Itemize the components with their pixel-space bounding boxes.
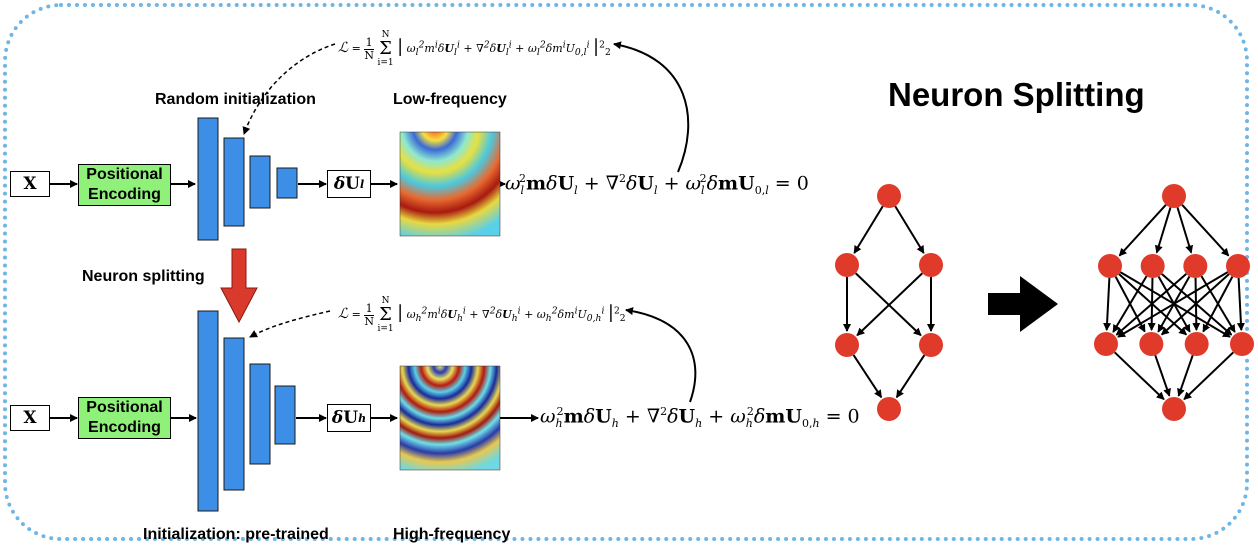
graph-after-edge	[1176, 207, 1194, 254]
graph-after	[1094, 184, 1254, 421]
curved-arrow-bottom	[625, 307, 697, 403]
pe-line1-bottom: Positional	[86, 399, 163, 416]
graph-after-edge	[1183, 351, 1235, 401]
pe-line2-bottom: Encoding	[88, 419, 161, 436]
layer-top-3	[249, 155, 271, 209]
network-bottom	[197, 310, 296, 512]
graph-after-edge	[1160, 273, 1230, 336]
dashed-arrow-bottom	[249, 310, 331, 338]
graph-before-node	[919, 253, 943, 277]
graph-after-edge	[1177, 355, 1194, 397]
graph-after-node	[1230, 332, 1254, 356]
graph-after-node	[1140, 254, 1165, 278]
graph-after-edge	[1112, 275, 1148, 333]
transform-arrow	[988, 276, 1058, 332]
graph-after-edge	[1236, 277, 1245, 332]
dashed-arrow-top	[242, 43, 336, 135]
layer-top-4	[276, 167, 298, 199]
graph-before-node	[877, 397, 901, 421]
layer-bottom-4	[274, 385, 296, 445]
graph-after-edge	[1181, 204, 1230, 257]
low-frequency-field	[399, 131, 501, 237]
random-init-label: Random initialization	[155, 91, 316, 108]
graph-before-edge	[895, 354, 926, 399]
graph-after-edge	[1118, 204, 1167, 257]
graph-after-node	[1162, 397, 1186, 421]
input-x-box-top: X	[10, 171, 50, 197]
graph-after-edge	[1202, 276, 1234, 333]
graph-after-edge	[1113, 351, 1165, 401]
graph-after-edge	[1115, 273, 1187, 336]
curved-arrow-top	[613, 41, 690, 173]
equation-low: ωl2mδUl + ∇2δUl + ωl2δmU0,l = 0	[505, 172, 809, 198]
graph-after-node	[1098, 254, 1122, 278]
high-frequency-field	[399, 365, 501, 471]
graph-after-node	[1094, 332, 1118, 356]
graph-before-edge	[853, 205, 884, 254]
graph-before	[835, 184, 943, 421]
graph-after-node	[1162, 184, 1186, 208]
graph-before-edge	[856, 272, 924, 337]
graph-before-node	[877, 184, 901, 208]
graph-after-node	[1183, 254, 1208, 278]
layer-top-1	[197, 117, 219, 241]
input-x-label-bottom: X	[23, 408, 37, 428]
network-top	[197, 117, 298, 241]
graph-after-edge	[1117, 271, 1229, 338]
low-frequency-label: Low-frequency	[393, 91, 507, 108]
graph-after-node	[1139, 332, 1164, 356]
layer-bottom-3	[249, 363, 271, 465]
graph-before-edge	[852, 354, 883, 399]
graph-before-edge	[894, 205, 925, 254]
layer-top-2	[223, 137, 245, 227]
graph-before-node	[835, 253, 859, 277]
graph-before-node	[835, 333, 859, 357]
neuron-splitting-label: Neuron splitting	[82, 268, 205, 285]
pe-line1-top: Positional	[86, 166, 163, 183]
graph-after-edge	[1103, 277, 1112, 332]
layer-bottom-2	[223, 337, 245, 491]
init-pretrained-label: Initialization: pre-trained	[143, 526, 329, 543]
neuron-splitting-arrow	[220, 248, 258, 324]
input-x-box-bottom: X	[10, 405, 50, 431]
equation-high: ωh2mδUh + ∇2δUh + ωh2δmU0,h = 0	[540, 405, 860, 431]
graph-after-edge	[1154, 207, 1172, 254]
layer-bottom-1	[197, 310, 219, 512]
pe-line2-top: Encoding	[88, 186, 161, 203]
graph-after-node	[1184, 332, 1209, 356]
graph-after-node	[1226, 254, 1250, 278]
page-title: Neuron Splitting	[888, 76, 1145, 113]
graph-after-edge	[1154, 355, 1171, 397]
input-x-label: X	[23, 174, 37, 194]
graph-before-node	[919, 333, 943, 357]
high-frequency-label: High-frequency	[393, 526, 511, 543]
